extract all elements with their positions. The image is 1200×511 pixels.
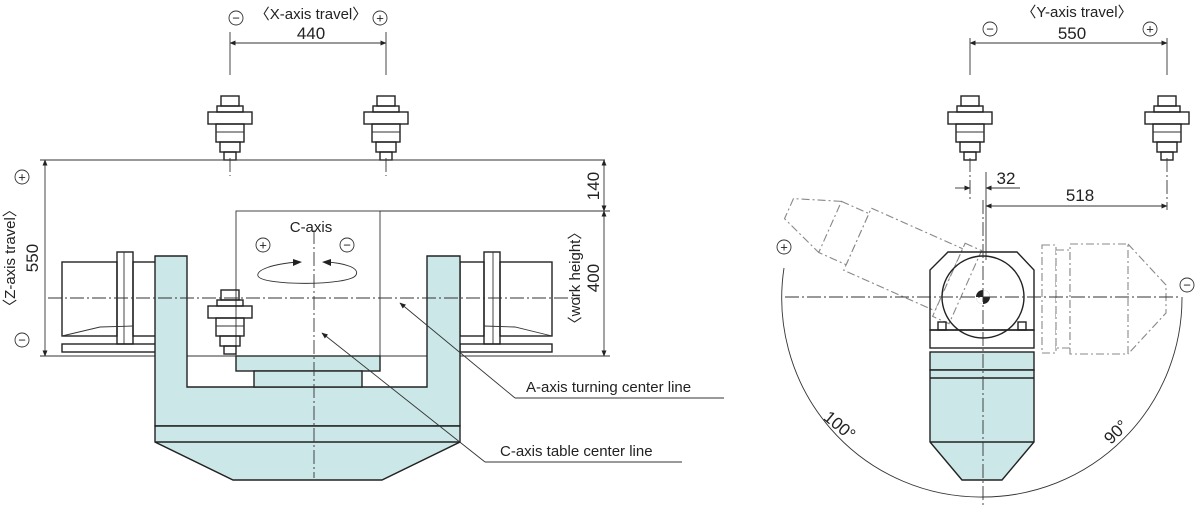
z-plus-sign: + xyxy=(18,170,26,185)
c-axis-center-callout: C-axis table center line xyxy=(500,443,653,460)
spindle-x-minus-icon xyxy=(207,95,253,161)
z-minus-icon xyxy=(14,332,30,348)
z-plus-icon xyxy=(14,169,30,185)
a-axis-base xyxy=(929,369,1035,481)
tilted-position-plus-ghost xyxy=(783,198,983,325)
z-axis-travel-value: 550 xyxy=(23,244,42,272)
work-height-value: 400 xyxy=(584,264,603,292)
tilt-arc xyxy=(781,267,1183,498)
trunnion-base xyxy=(154,425,461,481)
y-axis-travel-header: 〈Y-axis travel〉 − + 550 xyxy=(969,4,1168,75)
spindle-lowered-icon xyxy=(207,289,253,355)
y-minus-sign: − xyxy=(986,22,994,37)
callout-a-axis: A-axis turning center line xyxy=(399,302,724,399)
dim-32: 32 xyxy=(955,169,1020,260)
y-axis-travel-value: 550 xyxy=(1058,24,1086,43)
spindle-y-plus-icon xyxy=(1144,95,1190,161)
right-a-axis-motor xyxy=(459,251,553,353)
a-minus-icon xyxy=(1179,277,1195,293)
spindle-x-plus-icon xyxy=(363,95,409,161)
x-axis-travel-value: 440 xyxy=(297,24,325,43)
y-axis-travel-label: 〈Y-axis travel〉 xyxy=(1021,4,1132,21)
work-height: 〈work height〉 400 xyxy=(567,210,607,357)
c-axis-table-top xyxy=(235,355,381,372)
c-plus-icon xyxy=(255,237,271,253)
callout-c-axis: C-axis table center line xyxy=(321,332,682,463)
tilted-position-minus-ghost xyxy=(1041,243,1167,355)
c-minus-sign: − xyxy=(343,238,351,253)
a-axis-center-callout: A-axis turning center line xyxy=(526,379,691,396)
dim-518-value: 518 xyxy=(1066,186,1094,205)
y-plus-sign: + xyxy=(1146,22,1154,37)
dim-140: 140 xyxy=(584,159,607,212)
c-axis-table-hub xyxy=(253,370,363,388)
c-rotation-arrow-icon xyxy=(257,261,358,284)
c-minus-icon xyxy=(339,237,355,253)
x-minus-sign: − xyxy=(232,11,240,26)
dim-32-value: 32 xyxy=(997,169,1016,188)
c-axis-rotation: C-axis + − xyxy=(255,219,358,284)
dim-140-value: 140 xyxy=(584,172,603,200)
x-plus-sign: + xyxy=(376,11,384,26)
x-axis-travel-header: − 〈X-axis travel〉 + 440 xyxy=(228,6,388,75)
a-plus-sign: + xyxy=(780,240,788,255)
a-plus-icon xyxy=(776,239,792,255)
trunnion-table-body xyxy=(154,255,461,427)
a-axis-collar xyxy=(929,351,1035,371)
work-height-label: 〈work height〉 xyxy=(567,225,584,332)
minus-symbol-icon xyxy=(228,10,244,26)
left-a-axis-motor xyxy=(61,251,158,353)
a-minus-sign: − xyxy=(1183,278,1191,293)
c-axis-label: C-axis xyxy=(290,219,333,236)
x-axis-travel-label: 〈X-axis travel〉 xyxy=(255,6,368,23)
plus-symbol-icon xyxy=(372,10,388,26)
tilt-angle-90: 90° xyxy=(1100,416,1132,448)
dim-518: 518 xyxy=(985,186,1168,209)
work-envelope-box xyxy=(235,210,381,357)
spindle-y-minus-icon xyxy=(947,95,993,161)
y-minus-icon xyxy=(982,21,998,37)
z-axis-travel: + − 〈Z-axis travel〉 550 xyxy=(2,159,48,357)
z-minus-sign: − xyxy=(18,333,26,348)
z-axis-travel-label: 〈Z-axis travel〉 xyxy=(2,202,19,314)
y-plus-icon xyxy=(1142,21,1158,37)
c-plus-sign: + xyxy=(259,238,267,253)
